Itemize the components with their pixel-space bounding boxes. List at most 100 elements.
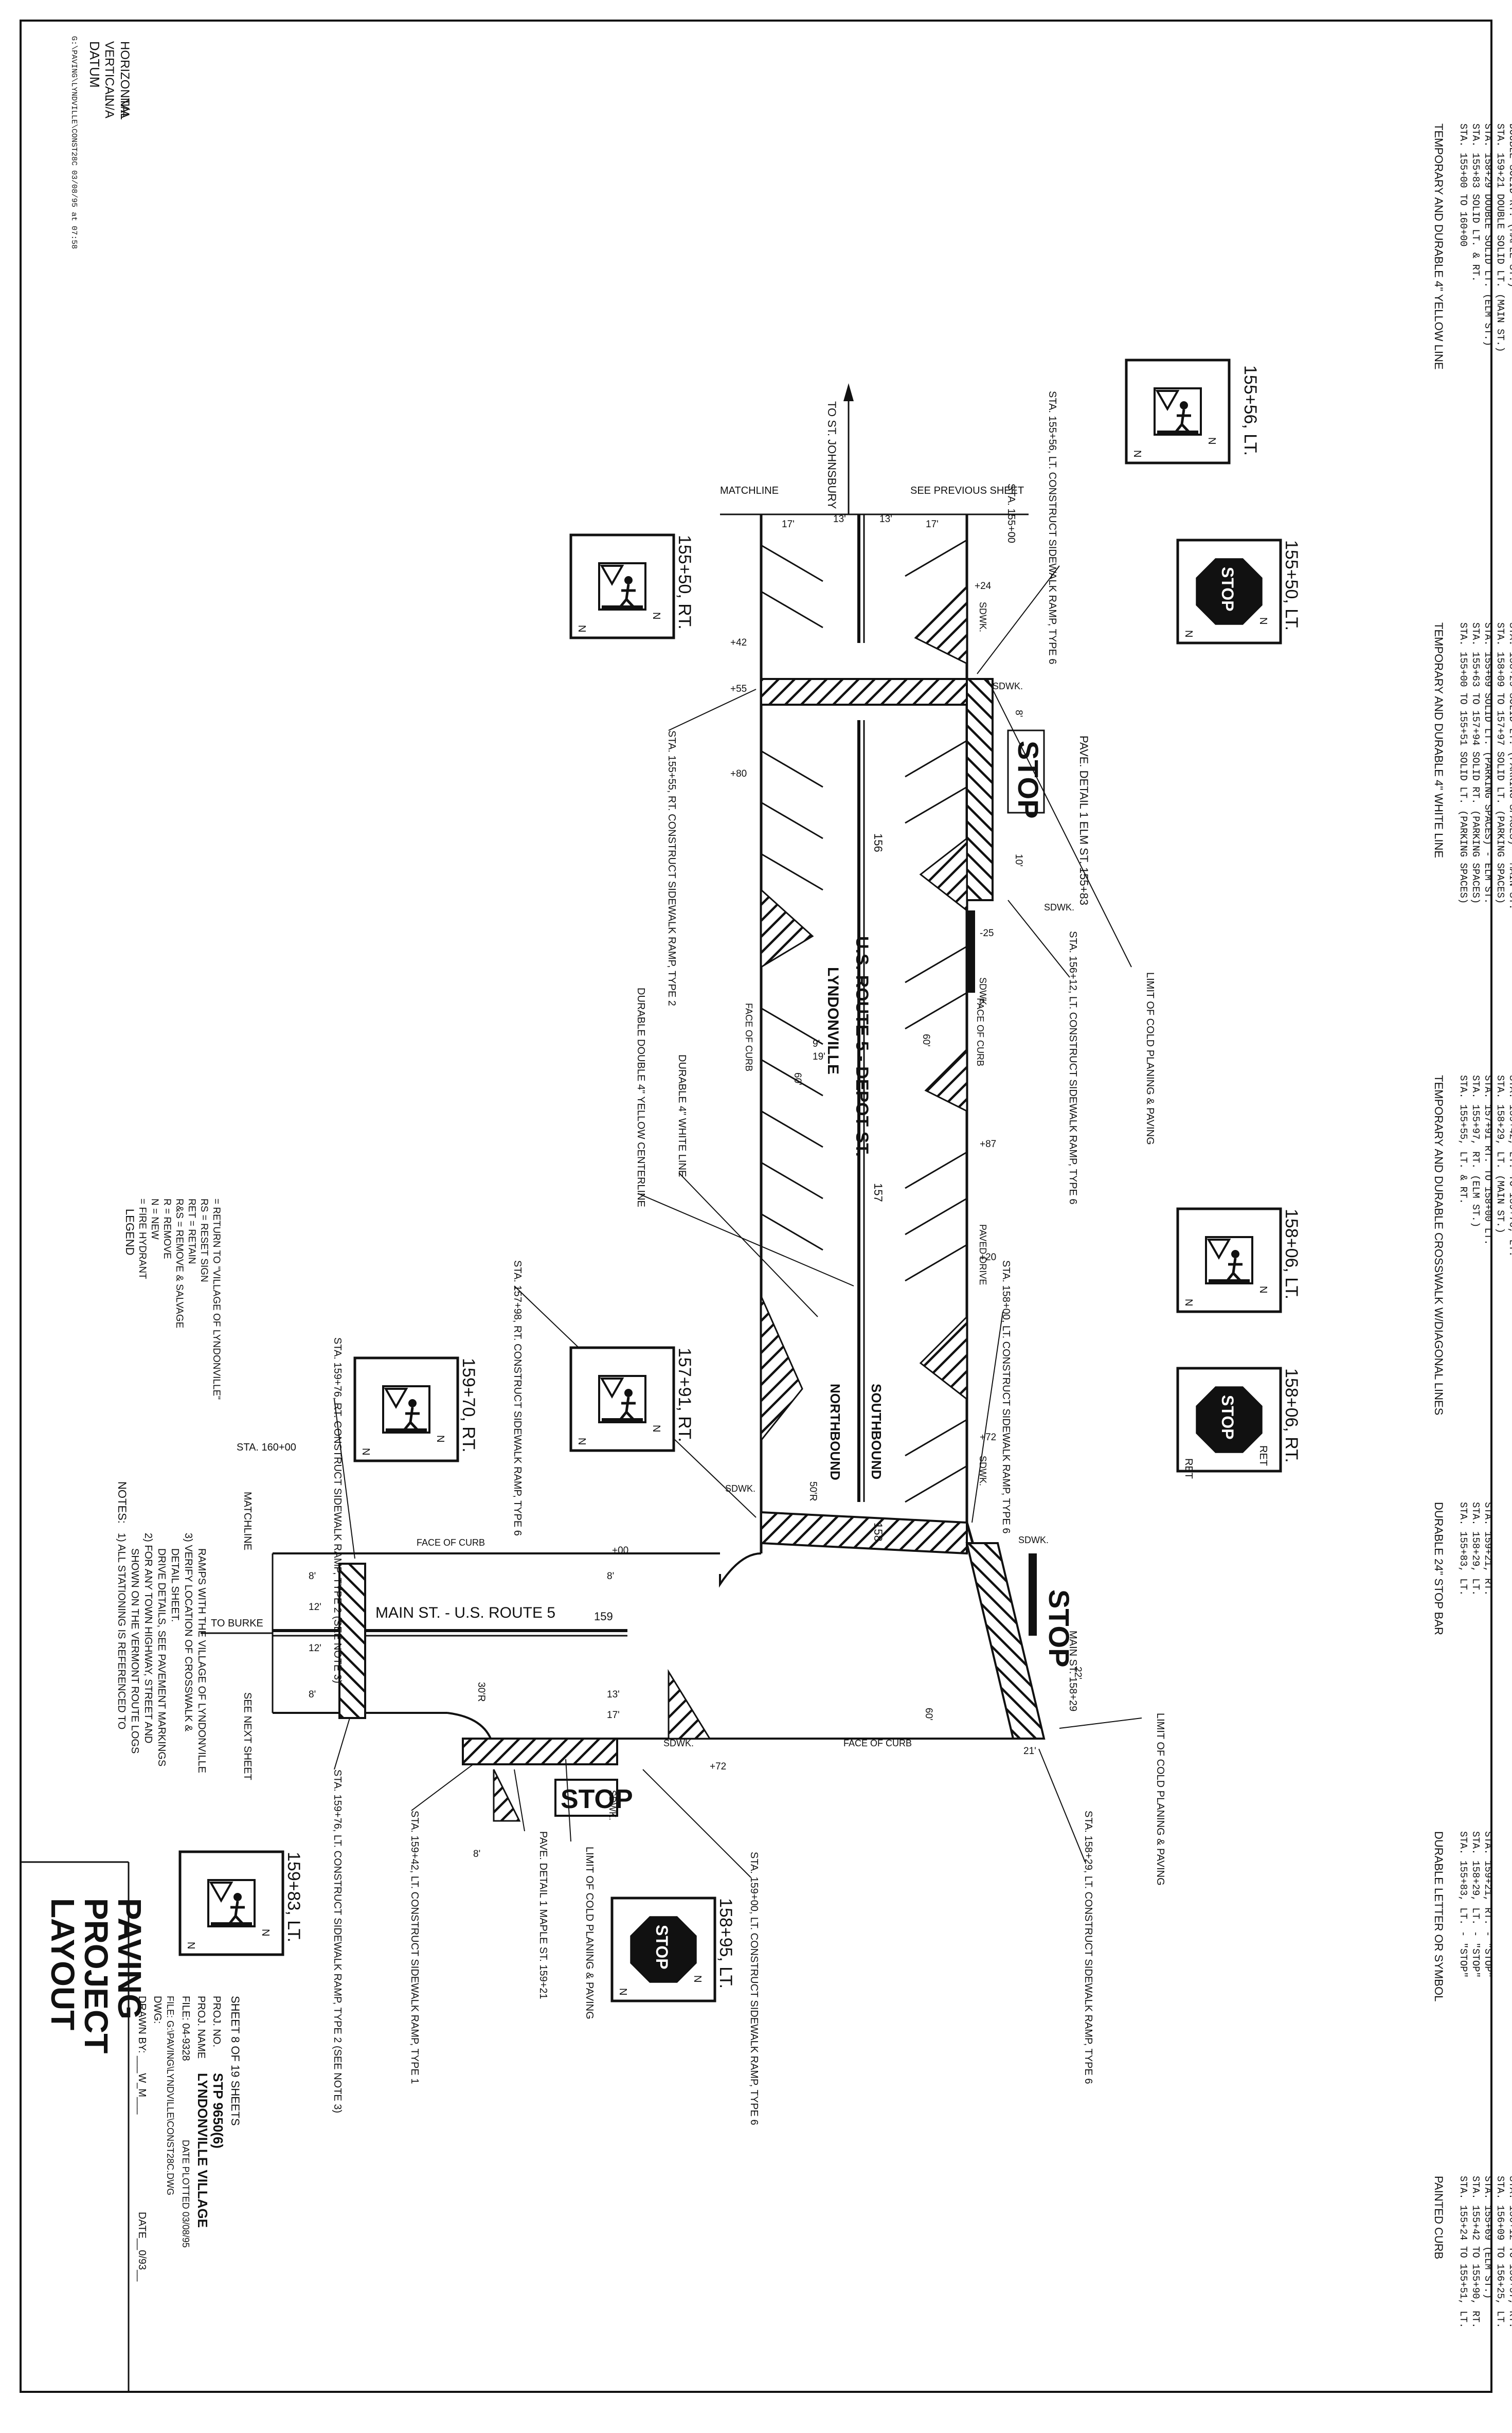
label-northbound: NORTHBOUND bbox=[827, 1384, 843, 1480]
sign-status-2: N bbox=[576, 1438, 587, 1445]
svg-text:21': 21' bbox=[1023, 1746, 1036, 1757]
callout-ramp-8: STA. 159+42, LT. CONSTRUCT SIDEWALK RAMP… bbox=[409, 1764, 474, 2084]
callout-ramp-3: STA. 156+12, LT. CONSTRUCT SIDEWALK RAMP… bbox=[1007, 900, 1078, 1204]
legend-hydrant: = FIRE HYDRANT bbox=[137, 1198, 148, 1279]
svg-text:8': 8' bbox=[607, 1571, 614, 1582]
callout-ramp-5: STA. 158+00, LT. CONSTRUCT SIDEWALK RAMP… bbox=[971, 1260, 1012, 1533]
ped-sign-frame bbox=[569, 533, 675, 639]
legend-block: LEGEND = FIRE HYDRANT N = NEW R = REMOVE… bbox=[123, 1198, 222, 1400]
sign-station: 155+50, RT. bbox=[675, 535, 694, 630]
table-3: TEMPORARY AND DURABLE CROSSWALK W/DIAGON… bbox=[1432, 1075, 1512, 1415]
sign-station: 158+06, LT. bbox=[1282, 1209, 1301, 1299]
svg-text:8': 8' bbox=[1013, 710, 1024, 717]
sign-status: N bbox=[435, 1435, 446, 1442]
table-row: STA. 156+12 TO 156+57, RT. bbox=[1507, 2176, 1512, 2328]
ped-sign-frame bbox=[1176, 1207, 1282, 1313]
datum-filepath: G:\PAVING\LYNDVILLE\CONST28C 03/08/95 at… bbox=[69, 36, 78, 249]
label-matchline-top: MATCHLINE bbox=[720, 485, 779, 496]
svg-text:+87: +87 bbox=[980, 1139, 996, 1150]
svg-text:STOP: STOP bbox=[561, 1784, 633, 1814]
crosswalk-main-st bbox=[965, 1542, 1046, 1740]
sign-ped: N N 159+70, RT. bbox=[353, 1356, 478, 1462]
label-see-previous: SEE PREVIOUS SHEET bbox=[910, 485, 1024, 496]
ped-crossing-icon bbox=[382, 1385, 430, 1434]
yield-triangle-icon bbox=[1207, 1239, 1231, 1260]
table-row: STA. 155+69 SOLID LT. (PARKING SPACES) -… bbox=[1482, 622, 1493, 904]
svg-text:-25: -25 bbox=[980, 928, 994, 939]
sign-station: 159+70, RT. bbox=[459, 1358, 478, 1453]
table-row: STA. 155+83 SOLID LT. & RT. bbox=[1470, 123, 1481, 282]
svg-text:STA. 158+29, LT. CONSTRUCT SID: STA. 158+29, LT. CONSTRUCT SIDEWALK RAMP… bbox=[1083, 1811, 1094, 2084]
table-row: STA. 159+21 DOUBLE SOLID LT. (MAIN ST.) bbox=[1495, 123, 1506, 352]
table-row: STA. 155+97, RT. (ELM ST.) bbox=[1470, 1075, 1481, 1227]
label-main-st: MAIN ST. - U.S. ROUTE 5 bbox=[375, 1604, 555, 1621]
table-row: STA. 155+83, LT. - "STOP" bbox=[1457, 1831, 1469, 1978]
label-southbound: SOUTHBOUND bbox=[869, 1384, 884, 1479]
svg-text:STA. 157+98, RT. CONSTRUCT SID: STA. 157+98, RT. CONSTRUCT SIDEWALK RAMP… bbox=[512, 1260, 523, 1536]
svg-text:+20: +20 bbox=[980, 1252, 996, 1263]
table-heading: PAINTED CURB bbox=[1432, 2176, 1445, 2259]
sign-status: N bbox=[1257, 1286, 1269, 1293]
svg-text:22': 22' bbox=[1072, 1667, 1083, 1679]
prp-file: FILE: 04-9328 bbox=[180, 1996, 191, 2061]
sign-status: N bbox=[1257, 617, 1269, 624]
table-row: STA. 155+24 TO 155+51, LT. bbox=[1457, 2176, 1469, 2328]
note-line-6: 3) VERIFY LOCATION OF CROSSWALK & bbox=[183, 1533, 194, 1732]
note-line-2: SHOWN ON THE VERMONT ROUTE LOGS bbox=[129, 1548, 140, 1754]
svg-text:30'R: 30'R bbox=[476, 1682, 487, 1702]
svg-text:60': 60' bbox=[923, 1708, 934, 1721]
sign-station: 155+50, LT. bbox=[1282, 540, 1301, 631]
parking-island-5 bbox=[760, 888, 814, 969]
svg-text:13': 13' bbox=[607, 1689, 620, 1700]
svg-text:13': 13' bbox=[833, 514, 846, 525]
callout-pave-detail-maple: PAVE. DETAIL 1 MAPLE ST. 159+21 bbox=[514, 1769, 549, 1999]
sign-status: N bbox=[692, 1975, 703, 1982]
label-face-of-curb-1: FACE OF CURB bbox=[744, 1003, 754, 1071]
table-row: STA. 158+29, LT. (MAIN ST.) bbox=[1495, 1075, 1506, 1233]
table-row: STA. 155+42 TO 155+90, RT. bbox=[1470, 2176, 1481, 2328]
table-row: STA. 158+29, LT. bbox=[1470, 1502, 1481, 1596]
crosswalk-elm-st bbox=[966, 678, 994, 901]
crosswalk-159-76 bbox=[338, 1563, 366, 1719]
svg-text:STA. 155+55, RT. CONSTRUCT SID: STA. 155+55, RT. CONSTRUCT SIDEWALK RAMP… bbox=[666, 730, 677, 1006]
stop-sign-text: STOP bbox=[1218, 567, 1237, 612]
sign-status-2: N bbox=[360, 1448, 371, 1455]
callout-ramp-6: STA. 159+76, RT. CONSTRUCT SIDEWALK RAMP… bbox=[332, 1337, 355, 1684]
table-row: DOUBLE SOLID RT. (MAPLE ST.) bbox=[1507, 123, 1512, 288]
sign-status: RET bbox=[1257, 1445, 1269, 1466]
ped-crossing-icon bbox=[207, 1879, 256, 1927]
legend-retain: RET = RETAIN bbox=[186, 1198, 197, 1264]
svg-text:12': 12' bbox=[309, 1602, 321, 1613]
label-paved-drive: PAVED DRIVE bbox=[978, 1224, 988, 1285]
label-sdwk-7: SDWK. bbox=[1018, 1535, 1049, 1545]
sheet-number: SHEET 8 OF 19 SHEETS bbox=[229, 1996, 242, 2126]
label-face-of-curb-2: FACE OF CURB bbox=[975, 998, 985, 1066]
legend-return: = RETURN TO "VILLAGE OF LYNDONVILLE" bbox=[211, 1198, 222, 1400]
table-row: STA. 155+83, LT. bbox=[1457, 1502, 1469, 1596]
svg-text:10': 10' bbox=[1013, 854, 1024, 867]
legend-remove-salvage: R&S = REMOVE & SALVAGE bbox=[174, 1198, 185, 1328]
label-lyndonville: LYNDONVILLE bbox=[824, 967, 841, 1075]
island-main-1 bbox=[668, 1669, 711, 1740]
table-heading: TEMPORARY AND DURABLE 4" YELLOW LINE bbox=[1432, 123, 1445, 370]
svg-text:STOP: STOP bbox=[1012, 741, 1045, 818]
svg-text:8': 8' bbox=[309, 1689, 316, 1700]
sign-status: N bbox=[1206, 437, 1217, 444]
file: FILE: G:\PAVING\LYNDVILLE\CONST28C.DWG bbox=[165, 1996, 175, 2195]
title-block-info: DRAWN BY: ___W_M___ DATE__0/93__ DWG: FI… bbox=[136, 1996, 242, 2282]
stop-sign-text: STOP bbox=[653, 1925, 671, 1970]
tables-layer: TEMPORARY AND DURABLE 4" YELLOW LINE STA.… bbox=[1432, 123, 1512, 2328]
proj-no-label: PROJ. NO. bbox=[211, 1996, 222, 2047]
sign-station: 158+06, RT. bbox=[1282, 1368, 1301, 1463]
crosswalk-159-42 bbox=[462, 1738, 618, 1765]
yield-triangle-icon bbox=[600, 565, 624, 586]
